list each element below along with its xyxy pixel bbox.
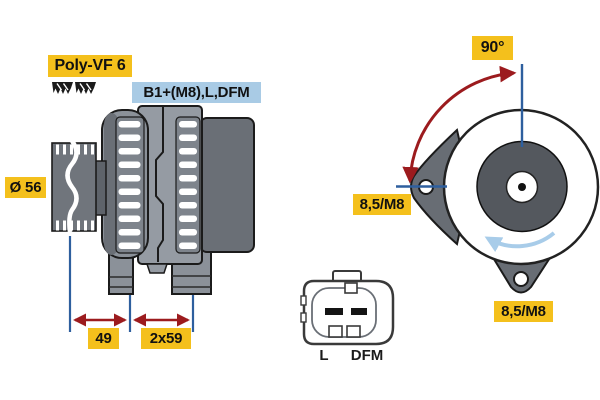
angle-label-90: 90° [472, 36, 513, 60]
housing-split-line [155, 107, 164, 262]
alternator-rear-view [396, 64, 600, 294]
front-bracket-edge [104, 113, 119, 255]
rotation-direction-arrow [484, 231, 556, 253]
connector-pin-dfm [351, 308, 367, 315]
pulley [51, 139, 97, 233]
lug-hole-bottom [513, 271, 529, 287]
connector-inner-outline [311, 287, 377, 338]
connector-pin-label-dfm: DFM [350, 346, 384, 364]
shaft-center-dot [518, 183, 526, 191]
rear-cover [199, 117, 255, 253]
mount-hole-left-label: 8,5/M8 [353, 194, 411, 215]
connector-pin-label-l: L [319, 346, 329, 364]
connector-notch [346, 325, 361, 338]
mount-hole-bottom-label: 8,5/M8 [494, 301, 553, 322]
housing-bottom-bump [145, 263, 169, 274]
connector-latch-bump [300, 312, 307, 323]
pulley-diameter-label: Ø 56 [5, 177, 46, 198]
cooling-fins-rear [175, 116, 201, 254]
belt-profile-icon [52, 82, 73, 94]
connector-latch-bump [300, 295, 307, 306]
connector-outline [302, 279, 395, 346]
pulley-break-line [65, 139, 79, 233]
cooling-fins-front [115, 116, 145, 254]
terminal-label: B1+(M8),L,DFM [132, 82, 261, 103]
angle-arc-arrow-90 [402, 65, 517, 184]
dim-label-2x59: 2x59 [141, 328, 191, 349]
alternator-side-view [51, 105, 255, 295]
connector-diagram [300, 270, 395, 346]
connector-notch [328, 325, 343, 338]
belt-type-label: Poly-VF 6 [48, 55, 132, 77]
belt-profile-icon [75, 82, 96, 94]
connector-pin-l [325, 308, 343, 315]
connector-key-slot [344, 282, 358, 294]
dim-label-49: 49 [88, 328, 119, 349]
